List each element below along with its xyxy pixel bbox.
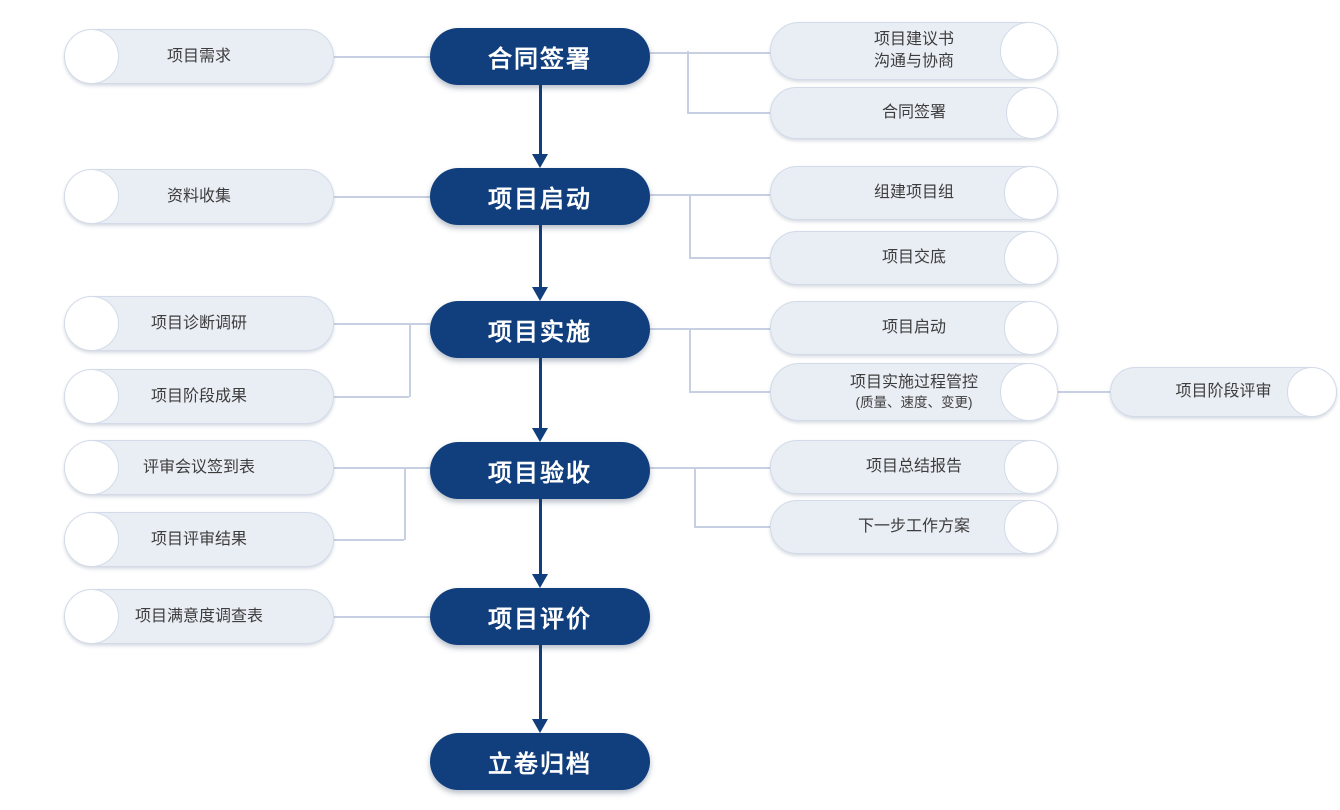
connector: [1058, 391, 1110, 393]
pill-end-circle: [1004, 302, 1057, 354]
connector: [694, 467, 696, 527]
connector: [687, 112, 770, 114]
connector: [334, 196, 430, 198]
doc-satisfaction-survey: 项目满意度调查表: [64, 589, 334, 644]
doc-review-results: 项目评审结果: [64, 512, 334, 567]
flow-arrow-head-icon: [532, 719, 548, 733]
doc-team-formation: 组建项目组: [770, 166, 1058, 220]
pill-end-circle: [1004, 232, 1057, 284]
stage-contract-signing: 合同签署: [430, 28, 650, 85]
pill-end-circle: [1006, 88, 1057, 138]
doc-next-step-plan: 下一步工作方案: [770, 500, 1058, 554]
connector: [650, 52, 770, 54]
doc-label: 资料收集: [166, 187, 231, 205]
stage-label: 立卷归档: [488, 751, 592, 778]
flow-arrow-head-icon: [532, 154, 548, 168]
doc-label: 项目评审结果: [150, 530, 247, 548]
connector: [689, 391, 770, 393]
stage-label: 项目实施: [488, 319, 592, 346]
connector: [689, 194, 691, 258]
doc-label: 项目实施过程管控: [849, 374, 978, 392]
doc-process-control: 项目实施过程管控 (质量、速度、变更): [770, 363, 1058, 421]
flow-arrow-line: [539, 645, 542, 719]
flow-arrow-line: [539, 499, 542, 574]
pill-end-circle: [1000, 23, 1057, 79]
stage-label: 项目评价: [488, 606, 592, 633]
flow-arrow-head-icon: [532, 428, 548, 442]
stage-label: 合同签署: [488, 46, 592, 73]
pill-end-circle: [65, 590, 119, 643]
pill-end-circle: [1004, 501, 1057, 553]
doc-label: 项目阶段成果: [150, 387, 247, 405]
connector: [687, 51, 689, 113]
connector: [689, 328, 691, 392]
doc-review-signin-sheet: 评审会议签到表: [64, 440, 334, 495]
pill-end-circle: [1004, 441, 1057, 493]
doc-label: 项目需求: [166, 47, 231, 65]
doc-label: 合同签署: [881, 104, 946, 122]
doc-summary-report: 项目总结报告: [770, 440, 1058, 494]
pill-end-circle: [65, 170, 119, 223]
doc-label: 组建项目组: [873, 184, 954, 202]
stage-label: 项目验收: [488, 460, 592, 487]
pill-end-circle: [1004, 167, 1057, 219]
doc-label: 下一步工作方案: [857, 518, 970, 536]
pill-end-circle: [65, 30, 119, 83]
connector: [694, 526, 770, 528]
stage-project-acceptance: 项目验收: [430, 442, 650, 499]
doc-project-requirements: 项目需求: [64, 29, 334, 84]
pill-end-circle: [1287, 368, 1336, 416]
connector: [404, 467, 406, 540]
connector: [334, 539, 404, 541]
doc-diagnosis-research: 项目诊断调研: [64, 296, 334, 351]
doc-label: 项目交底: [881, 249, 946, 267]
connector: [334, 56, 430, 58]
doc-label: 项目启动: [881, 319, 946, 337]
pill-end-circle: [1000, 364, 1057, 420]
doc-data-collection: 资料收集: [64, 169, 334, 224]
doc-phase-results: 项目阶段成果: [64, 369, 334, 424]
doc-label: 项目阶段评审: [1175, 383, 1272, 401]
doc-label: 项目满意度调查表: [134, 607, 263, 625]
stage-label: 项目启动: [488, 186, 592, 213]
doc-phase-review: 项目阶段评审: [1110, 367, 1337, 417]
connector: [650, 328, 770, 330]
connector: [334, 616, 430, 618]
pill-end-circle: [65, 297, 119, 350]
pill-end-circle: [65, 441, 119, 494]
doc-label: 项目总结报告: [865, 458, 962, 476]
doc-label: 项目诊断调研: [150, 314, 247, 332]
stage-project-implementation: 项目实施: [430, 301, 650, 358]
flow-arrow-line: [539, 85, 542, 154]
doc-contract-signing: 合同签署: [770, 87, 1058, 139]
stage-project-kickoff: 项目启动: [430, 168, 650, 225]
stage-filing-archive: 立卷归档: [430, 733, 650, 790]
flow-arrow-head-icon: [532, 287, 548, 301]
doc-label: 项目建议书 沟通与协商: [873, 31, 954, 70]
connector: [650, 467, 770, 469]
stage-project-evaluation: 项目评价: [430, 588, 650, 645]
connector: [334, 396, 409, 398]
pill-end-circle: [65, 513, 119, 566]
pill-end-circle: [65, 370, 119, 423]
doc-sublabel: (质量、速度、变更): [855, 394, 973, 410]
doc-project-briefing: 项目交底: [770, 231, 1058, 285]
doc-project-kickoff-deliverable: 项目启动: [770, 301, 1058, 355]
connector: [409, 323, 411, 397]
connector: [689, 257, 770, 259]
doc-label: 评审会议签到表: [142, 458, 255, 476]
flow-arrow-head-icon: [532, 574, 548, 588]
flow-arrow-line: [539, 358, 542, 428]
connector: [650, 194, 770, 196]
flow-arrow-line: [539, 225, 542, 287]
connector: [334, 467, 430, 469]
doc-proposal-negotiation: 项目建议书 沟通与协商: [770, 22, 1058, 80]
connector: [334, 323, 430, 325]
